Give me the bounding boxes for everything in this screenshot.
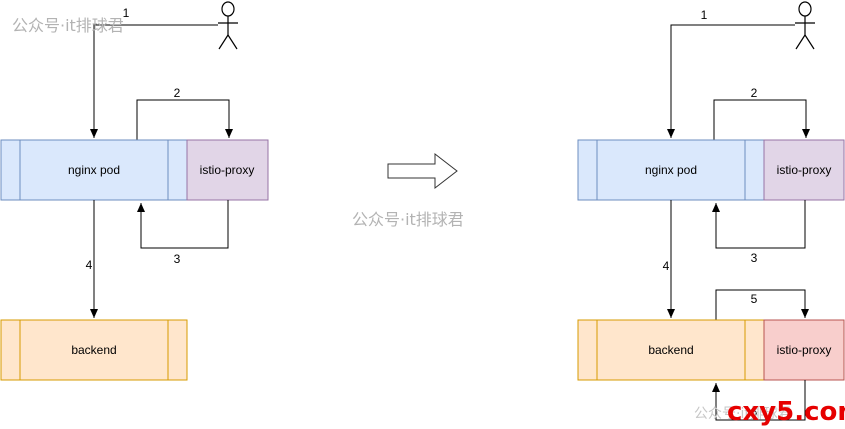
user-actor-icon: [795, 1, 815, 50]
edge-2-label: 2: [174, 86, 181, 100]
left-diagram: 1 2 nginx pod istio-proxy 3 4 backend: [0, 1, 269, 381]
transition-arrow-icon: [387, 152, 458, 190]
nginx-pod-box: nginx pod: [577, 139, 765, 201]
watermark-top-left: 公众号·it排球君: [12, 16, 124, 35]
edge-5-line: [715, 289, 809, 320]
edge-3-line: [137, 200, 229, 249]
edge-1-label: 1: [701, 8, 708, 22]
edge-2-line: [136, 99, 233, 140]
edge-4-label: 4: [663, 259, 670, 273]
watermark-center: 公众号·it排球君: [352, 210, 464, 229]
istio-proxy-box: istio-proxy: [186, 139, 269, 201]
brand-watermark: cxy5.com: [727, 397, 845, 427]
nginx-pod-label: nginx pod: [68, 163, 120, 177]
backend-box: backend: [577, 319, 765, 381]
istio-proxy-box: istio-proxy: [763, 139, 845, 201]
edge-3-label: 3: [174, 252, 181, 266]
edge-1-label: 1: [123, 6, 130, 20]
edge-2-label: 2: [751, 86, 758, 100]
istio-proxy-label: istio-proxy: [200, 163, 255, 177]
istio-proxy-label: istio-proxy: [777, 163, 832, 177]
nginx-pod-box: nginx pod: [0, 139, 188, 201]
edge-3-line: [712, 200, 806, 249]
edge-5-label: 5: [751, 292, 758, 306]
backend-box: backend: [0, 319, 188, 381]
edge-1-line: [667, 24, 795, 138]
edge-6-line: [712, 380, 806, 421]
watermark-bottom-right: 公众号·it排球君: [694, 406, 792, 422]
edge-3-label: 3: [751, 251, 758, 265]
nginx-pod-label: nginx pod: [645, 163, 697, 177]
right-diagram: 1 2 nginx pod istio-proxy 3 4 5: [577, 1, 845, 421]
user-actor-icon: [218, 1, 238, 50]
backend-label: backend: [648, 343, 693, 357]
edge-4-label: 4: [86, 258, 93, 272]
backend-istio-proxy-label: istio-proxy: [777, 343, 832, 357]
backend-label: backend: [71, 343, 116, 357]
edge-1-line: [90, 24, 218, 138]
backend-istio-proxy-box: istio-proxy: [763, 319, 845, 381]
edge-2-line: [713, 99, 810, 140]
edge-6-label: 6: [751, 405, 758, 419]
